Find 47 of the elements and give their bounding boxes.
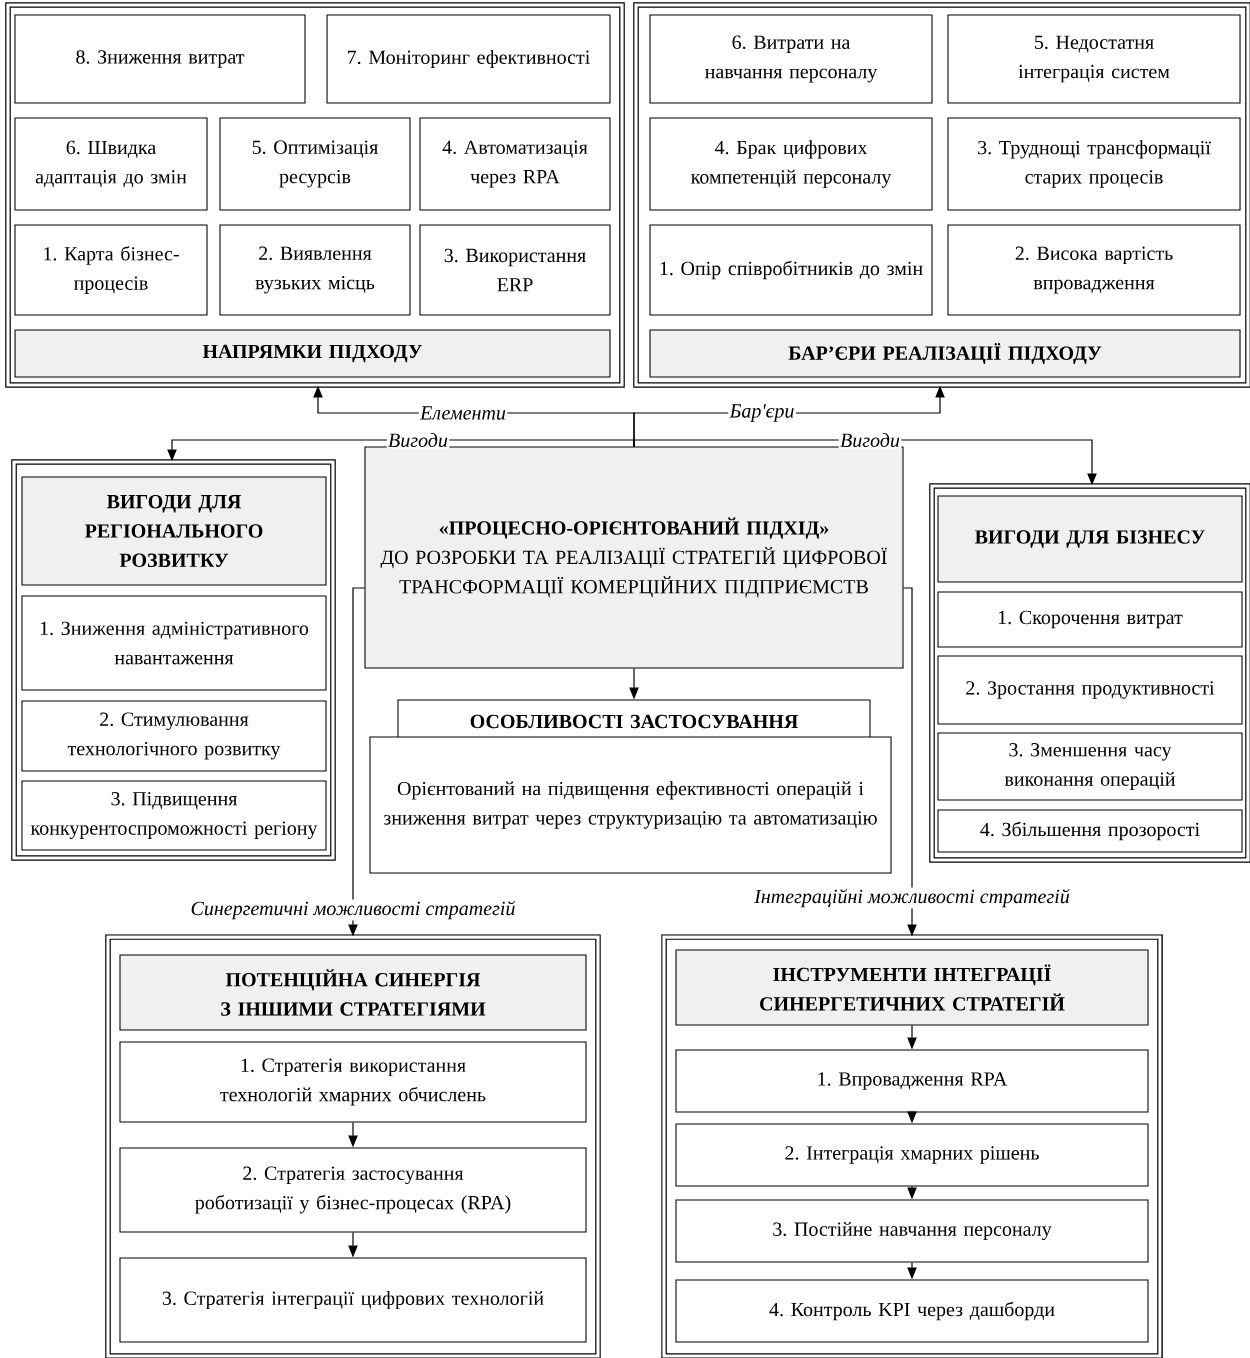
edge-label: Вигоди — [386, 431, 450, 449]
edge-label: Синергетичні можливості стратегій — [189, 899, 517, 921]
panel-frame — [633, 2, 1250, 388]
item-box: 4. Брак цифрових компетенцій персоналу — [649, 117, 933, 211]
item-box: 2. Висока вартість впровадження — [947, 224, 1241, 316]
item-box: 5. Оптимізація ресурсів — [219, 117, 411, 211]
item-box: 3. Зменшення часу виконання операцій — [937, 732, 1243, 801]
item-box: 4. Збільшення прозорості — [937, 809, 1243, 853]
panel-frame — [5, 2, 625, 388]
heading-band: ВИГОДИ ДЛЯ РЕГІОНАЛЬНОГО РОЗВИТКУ — [21, 476, 327, 586]
heading-band: ІНСТРУМЕНТИ ІНТЕГРАЦІЇ СИНЕРГЕТИЧНИХ СТРАТЕГІЙ — [675, 949, 1149, 1026]
heading-band: БАР’ЄРИ РЕАЛІЗАЦІЇ ПІДХОДУ — [649, 329, 1241, 378]
item-box: 4. Автоматизація через RPA — [419, 117, 611, 211]
item-box: 1. Опір співробітників до змін — [649, 224, 933, 316]
item-box: 3. Труднощі трансформації старих процесів — [947, 117, 1241, 211]
heading-band: ВИГОДИ ДЛЯ БІЗНЕСУ — [937, 495, 1243, 583]
item-box: 1. Стратегія використання технологій хмарних обчислень — [119, 1041, 587, 1123]
edge-label: Бар'єри — [728, 403, 796, 423]
item-box: 1. Карта бізнес-процесів — [14, 224, 208, 316]
item-box: 2. Стимулювання технологічного розвитку — [21, 700, 327, 772]
heading-band: ПОТЕНЦІЙНА СИНЕРГІЯ З ІНШИМИ СТРАТЕГІЯМИ — [119, 954, 587, 1031]
item-box: 3. Використання ERP — [419, 224, 611, 316]
panel-frame — [929, 483, 1250, 863]
item-box: 1. Впровадження RPA — [675, 1049, 1149, 1113]
item-box: 6. Витрати на навчання персоналу — [649, 14, 933, 104]
item-box: 3. Стратегія інтеграції цифрових технологій — [119, 1257, 587, 1343]
item-box: 6. Швидка адаптація до змін — [14, 117, 208, 211]
item-box: 2. Зростання продуктивності — [937, 655, 1243, 725]
item-box: 7. Моніторинг ефективності — [326, 14, 611, 104]
item-box: 2. Інтеграція хмарних рішень — [675, 1123, 1149, 1187]
edge-label: Інтеграційні можливості стратегій — [752, 887, 1072, 909]
item-box: 8. Зниження витрат — [14, 14, 306, 104]
panel-frame — [661, 934, 1163, 1358]
item-box: 3. Постійне навчання персоналу — [675, 1199, 1149, 1263]
item-box: 3. Підвищення конкурентоспроможності регіону — [21, 780, 327, 851]
item-box: 1. Зниження адміністративного навантаження — [21, 595, 327, 691]
title-box: «ПРОЦЕСНО-ОРІЄНТОВАНИЙ ПІДХІД» ДО РОЗРОБКИ ТА РЕАЛІЗАЦІЇ СТРАТЕГІЙ ЦИФРОВОЇ ТРАНСФОРМАЦІЇ КОМЕРЦІЙНИХ ПІДПРИЄМСТВ — [364, 446, 904, 669]
item-box: 5. Недостатня інтеграція систем — [947, 14, 1241, 104]
item-box: 1. Скорочення витрат — [937, 591, 1243, 648]
heading-band: НАПРЯМКИ ПІДХОДУ — [14, 329, 611, 378]
panel-frame — [105, 934, 601, 1358]
item-box: 2. Виявлення вузьких місць — [219, 224, 411, 316]
panel-frame — [11, 459, 336, 861]
edge-label: Елементи — [418, 405, 508, 421]
item-box: 2. Стратегія застосування роботизації у бізнес-процесах (RPA) — [119, 1147, 587, 1233]
item-box: 4. Контроль KPI через дашборди — [675, 1279, 1149, 1343]
edge-label: Вигоди — [838, 431, 902, 449]
